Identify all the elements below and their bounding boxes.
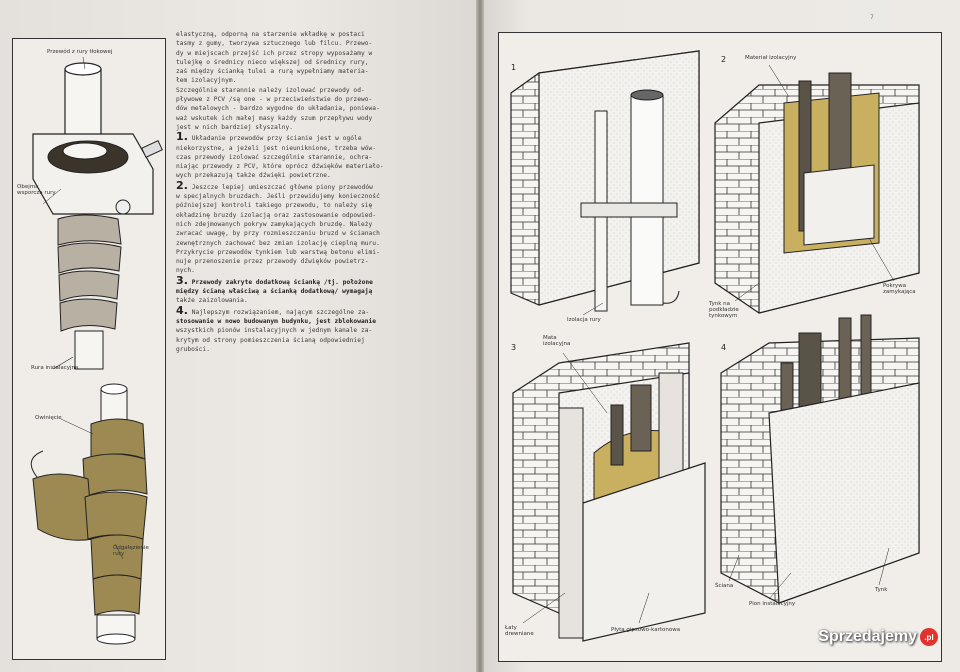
- text-line: nych.: [176, 267, 195, 275]
- item-number: 1.: [176, 130, 188, 144]
- text-line: wszystkich pionów instalacyjnych w jedny…: [176, 327, 373, 335]
- item-number: 3.: [176, 273, 188, 287]
- right-figure-panel: 1 2 3 4 Izolacja rury Materiał izolacyjn…: [498, 32, 942, 662]
- quadrant-2-number: 2: [721, 55, 727, 64]
- text-line: między ścianą właściwą a ścianką dodatko…: [176, 288, 373, 296]
- label-pipe: Rura instalacyjna: [31, 365, 79, 371]
- quadrant-1-number: 1: [511, 63, 517, 72]
- watermark-text: Sprzedajemy: [818, 628, 917, 645]
- text-line: wych przekazują także dźwięki powietrzne…: [176, 172, 331, 180]
- quadrant-3-number: 3: [511, 343, 517, 352]
- label-riser: Pion instalacyjny: [749, 601, 796, 607]
- label-branch: Odgałęzienie rury: [113, 545, 149, 558]
- book-spine: [476, 0, 484, 672]
- item-number: 4.: [176, 303, 188, 317]
- item-number: 2.: [176, 178, 188, 192]
- item-3: 3. Przewody zakryte dodatkową ścianką /t…: [176, 273, 468, 306]
- text-line: w specjalnych bruzdach. Jeśli przewiduje…: [176, 193, 380, 201]
- text-line: dów metalowych - bardzo wygodne do układ…: [176, 105, 380, 113]
- label-plaster: Tynk: [875, 587, 888, 593]
- text-line: stosowanie w nowo budowanym budynku, jes…: [176, 317, 377, 325]
- text-line: Jeszcze lepiej umieszczać główne piony p…: [191, 183, 373, 191]
- label-pipe-insulation: Izolacja rury: [567, 317, 601, 323]
- text-line: niekorzystne, a jeżeli jest nieuniknione…: [176, 144, 377, 152]
- text-line: niając przewody z PCV, które oprócz dźwi…: [176, 163, 384, 171]
- site-watermark: Sprzedajemy .pl: [818, 628, 938, 646]
- intro-paragraph: elastyczną, odporną na starzenie wkładkę…: [176, 30, 468, 132]
- label-insulation: Owinięcie: [35, 415, 62, 421]
- text-line: okładzinę bruzdy izolacją oraz zastosowa…: [176, 211, 377, 219]
- text-line: elastyczną, odporną na starzenie wkładkę…: [176, 31, 365, 38]
- text-line: nich zdejmowanych pokryw zamykających br…: [176, 220, 373, 228]
- label-insulating-mat: Mata izolacyjna: [543, 335, 571, 348]
- label-wall: Ściana: [715, 583, 734, 589]
- label-plaster-base: Tynk na podkładzie tynkowym: [709, 301, 739, 320]
- label-cover: Pokrywa zamykająca: [883, 283, 916, 296]
- quadrant-1-drawing: [510, 50, 700, 312]
- text-line: tulejkę o średnicy nieco większej od śre…: [176, 58, 369, 66]
- item-1: 1. Układanie przewodów przy ścianie jest…: [176, 130, 468, 180]
- text-line: pływowe z PCV /są one - w przeciwieństwi…: [176, 96, 373, 104]
- text-line: zwracać uwagę, by przy rozmieszczaniu br…: [176, 230, 380, 238]
- text-line: zaś między ścianką tulei a rurą wypełnia…: [176, 68, 369, 76]
- wall-pipe-illustrations: [510, 50, 920, 642]
- pipe-clamp-illustration: [30, 56, 163, 645]
- text-line: nuje przenoszenie przez przewody dźwiękó…: [176, 258, 369, 266]
- text-line: Szczególnie starannie należy izolować pr…: [176, 86, 365, 94]
- text-line: jest w nich bardziej słyszalny.: [176, 123, 294, 131]
- text-line: Układanie przewodów przy ścianie jest w …: [191, 135, 362, 143]
- label-wooden-battens: Łaty drewniane: [505, 625, 534, 638]
- label-top-pipe: Przewód z rury tłokowej: [47, 49, 113, 55]
- label-clamp: Obejma wsporcza rury: [17, 184, 56, 197]
- text-line: łem izolacyjnym.: [176, 77, 237, 85]
- label-insulating-material: Materiał izolacyjny: [745, 55, 797, 61]
- left-figure-panel: Przewód z rury tłokowej Obejma wsporcza …: [12, 38, 166, 660]
- text-line: Przykrycie przewodów tynkiem lub warstwą…: [176, 248, 380, 256]
- quadrant-4-drawing: [720, 314, 920, 604]
- text-line: także zaizolowania.: [176, 297, 248, 305]
- text-line: czas przewody izolować szczególnie stara…: [176, 153, 373, 161]
- text-line: grubości.: [176, 345, 210, 353]
- item-4: 4. Najlepszym rozwiązaniem, nającym szcz…: [176, 303, 468, 354]
- text-line: dy w miejscach przejść ich przez stropy …: [176, 49, 373, 57]
- text-line: tasmy z gumy, tworzywa sztucznego lub fi…: [176, 40, 373, 48]
- text-line: waż wskutek ich małej masy każdy szum pr…: [176, 114, 373, 122]
- quadrant-4-number: 4: [721, 343, 727, 352]
- item-2: 2. Jeszcze lepiej umieszczać główne pion…: [176, 178, 468, 276]
- quadrant-3-drawing: [512, 342, 706, 642]
- quadrant-2-drawing: [714, 72, 920, 314]
- text-line: zewnętrznych zachować bez zmian izolację…: [176, 239, 380, 247]
- text-line: Najlepszym rozwiązaniem, nającym szczegó…: [191, 308, 370, 316]
- text-line: późniejszej kontroli takiego przewodu, t…: [176, 202, 373, 210]
- text-line: Przewody zakryte dodatkową ścianką /tj. …: [191, 278, 373, 286]
- body-text: elastyczną, odporną na starzenie wkładkę…: [176, 30, 468, 500]
- label-drywall: Płyta gipsowo-kartonowa: [611, 627, 681, 633]
- watermark-badge: .pl: [920, 628, 938, 646]
- text-line: krytym od strony pomieszczenia ścianą od…: [176, 336, 365, 344]
- page-number: 7: [870, 14, 874, 21]
